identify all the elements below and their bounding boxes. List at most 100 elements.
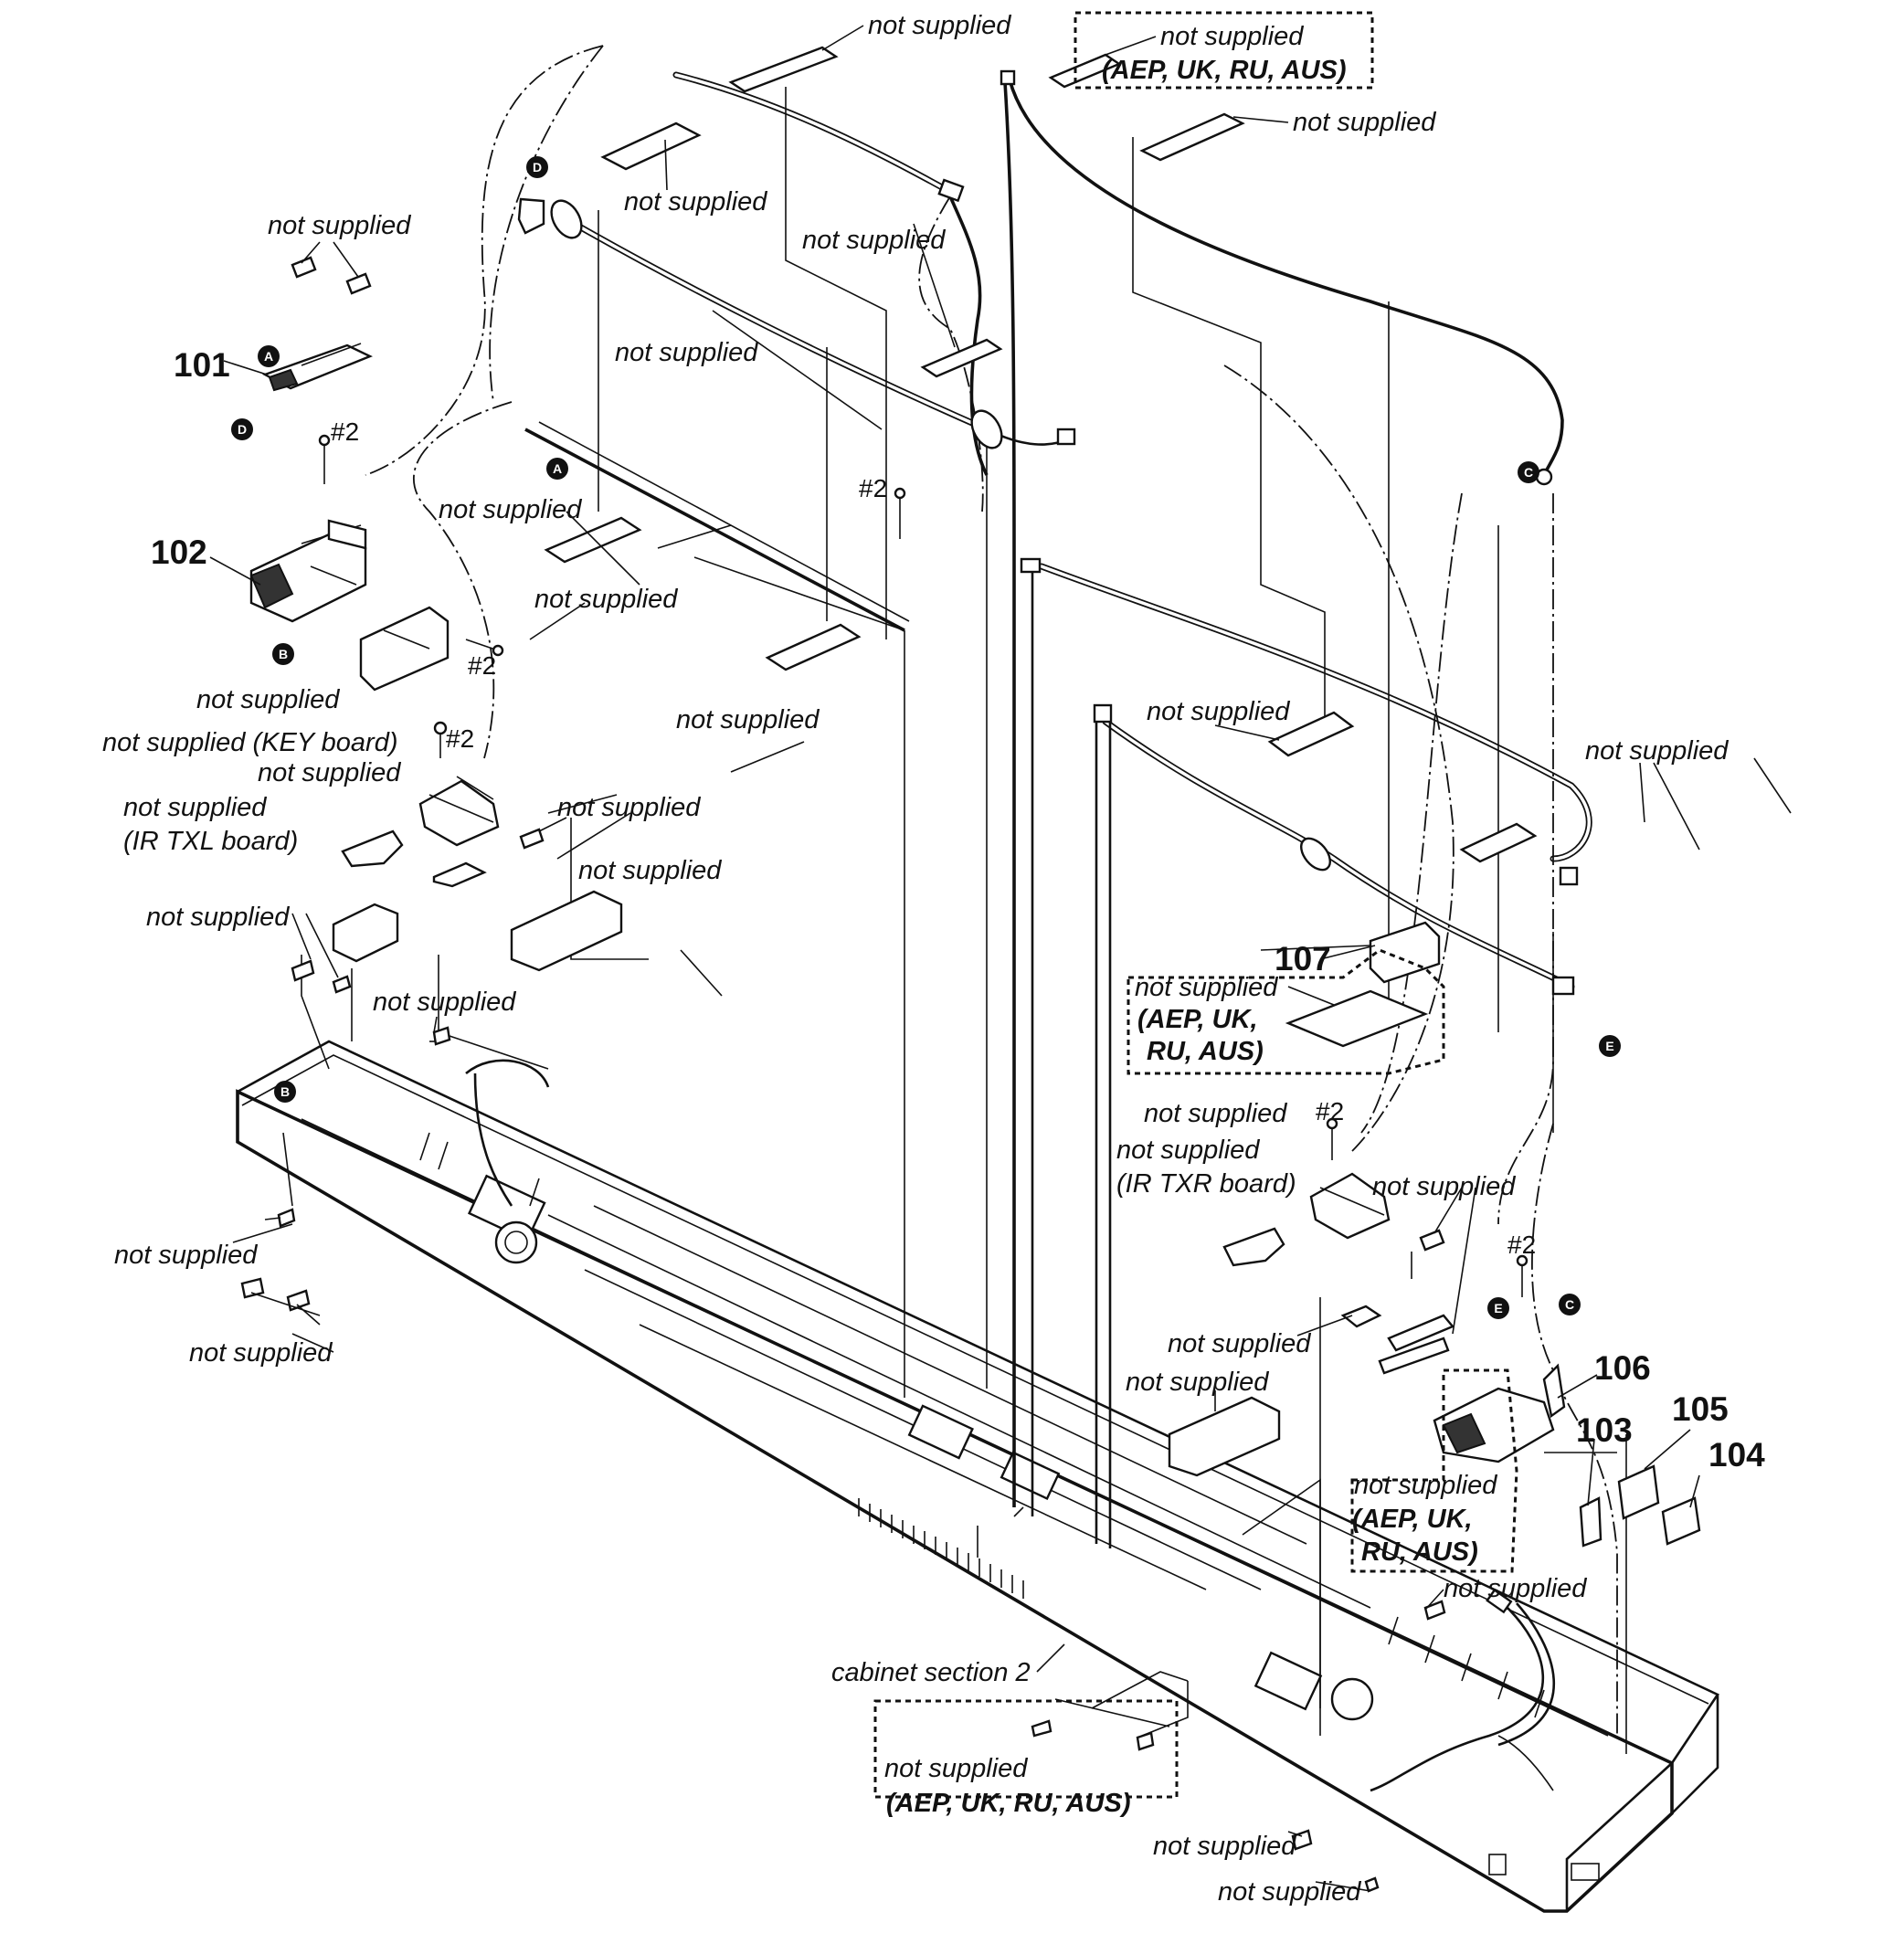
label-not-supplied: not supplied <box>802 226 946 255</box>
label-region: (AEP, UK, RU, AUS) <box>1102 56 1346 85</box>
label-not-supplied: not supplied <box>1585 736 1729 766</box>
cushion-blocks <box>332 890 1281 1477</box>
label-key-board: not supplied (KEY board) <box>102 728 398 757</box>
label-not-supplied: not supplied <box>534 585 678 614</box>
label-not-supplied: not supplied <box>676 705 820 734</box>
label-not-supplied: not supplied <box>615 338 758 367</box>
svg-text:D: D <box>238 422 247 437</box>
part-number-102: 102 <box>151 534 207 571</box>
label-not-supplied: not supplied <box>1160 22 1304 51</box>
label-region-line2: RU, AUS) <box>1147 1037 1264 1066</box>
svg-text:B: B <box>279 647 288 661</box>
ir-txr-holder <box>1309 1172 1391 1240</box>
marker-B-cabinet: B <box>274 1081 296 1103</box>
label-not-supplied: not supplied <box>1218 1877 1361 1907</box>
marker-B-left: B <box>272 643 294 665</box>
label-not-supplied: not supplied <box>1147 697 1290 726</box>
svg-text:A: A <box>553 461 562 476</box>
label-not-supplied: not supplied <box>1126 1368 1269 1397</box>
tape-pieces <box>240 46 1538 1893</box>
label-not-supplied: not supplied <box>868 11 1011 40</box>
part-106 <box>1433 1363 1566 1463</box>
screw-label: #2 <box>859 474 887 502</box>
leader-lines <box>232 87 1792 1754</box>
part-number-104: 104 <box>1708 1436 1765 1474</box>
label-not-supplied: not supplied <box>114 1241 258 1270</box>
marker-A-mid: A <box>546 458 568 480</box>
label-not-supplied: not supplied <box>1444 1574 1587 1603</box>
label-not-supplied: not supplied <box>146 903 290 932</box>
label-region-line1: (AEP, UK, <box>1352 1505 1473 1534</box>
label-ir-txl: not supplied <box>123 793 267 822</box>
label-not-supplied: not supplied <box>1372 1172 1516 1201</box>
region-box-107 <box>1127 948 1445 1075</box>
part-102 <box>249 519 367 623</box>
label-region-line2: RU, AUS) <box>1361 1537 1478 1567</box>
label-ir-txr: not supplied <box>1116 1136 1260 1165</box>
svg-text:D: D <box>533 160 542 174</box>
label-not-supplied: not supplied <box>1293 108 1436 137</box>
marker-C-right: C <box>1518 461 1539 483</box>
screw-label: #2 <box>331 417 359 446</box>
label-region-line1: (AEP, UK, <box>1137 1005 1258 1034</box>
screw-label: #2 <box>446 724 474 753</box>
label-not-supplied: not supplied <box>1168 1329 1311 1358</box>
label-not-supplied: not supplied <box>439 495 582 524</box>
label-pointers <box>209 25 1700 1892</box>
label-not-supplied: not supplied <box>373 988 516 1017</box>
label-not-supplied: not supplied <box>1354 1471 1497 1500</box>
label-region: (AEP, UK, RU, AUS) <box>886 1789 1130 1818</box>
cabinet-section-2 <box>236 1040 1719 1913</box>
ir-txl-board <box>341 829 404 868</box>
label-ir-txr-board: (IR TXR board) <box>1116 1169 1296 1199</box>
key-board-bracket <box>359 606 450 692</box>
marker-E-bottom: E <box>1487 1297 1509 1319</box>
svg-text:C: C <box>1565 1297 1574 1312</box>
svg-text:A: A <box>264 349 273 364</box>
label-ir-txl-board: (IR TXL board) <box>123 827 298 856</box>
label-not-supplied: not supplied <box>1153 1832 1296 1861</box>
marker-A-top: A <box>258 345 280 367</box>
ir-txr-board <box>1222 1227 1285 1267</box>
screw-label: #2 <box>468 651 496 680</box>
label-not-supplied: not supplied <box>624 187 767 217</box>
ir-txl-holder <box>418 779 500 847</box>
label-not-supplied: not supplied <box>268 211 411 240</box>
part-101 <box>262 343 373 392</box>
part-number-103: 103 <box>1576 1411 1633 1449</box>
screws <box>318 434 1528 1297</box>
part-number-101: 101 <box>174 346 230 384</box>
part-number-105: 105 <box>1672 1390 1729 1428</box>
svg-text:B: B <box>280 1084 290 1099</box>
bottom-right-cable <box>465 1059 1555 1792</box>
label-not-supplied: not supplied <box>196 685 340 714</box>
label-not-supplied: not supplied <box>557 793 701 822</box>
label-not-supplied: not supplied <box>258 758 401 787</box>
part-105 <box>1617 1464 1660 1520</box>
label-cabinet-section: cabinet section 2 <box>831 1658 1031 1687</box>
region-box-106 <box>1350 1368 1518 1573</box>
screw-label: #2 <box>1507 1231 1536 1259</box>
label-not-supplied: not supplied <box>1144 1099 1287 1128</box>
not-supplied-labels: not supplied not supplied (AEP, UK, RU, … <box>102 11 1729 1907</box>
part-104 <box>1661 1496 1701 1546</box>
label-not-supplied: not supplied <box>884 1754 1028 1783</box>
svg-text:E: E <box>1494 1301 1502 1315</box>
label-not-supplied: not supplied <box>189 1338 333 1368</box>
svg-text:C: C <box>1524 465 1533 480</box>
part-103 <box>1579 1496 1603 1548</box>
region-box-top <box>1074 11 1374 90</box>
part-number-106: 106 <box>1594 1349 1651 1387</box>
svg-text:E: E <box>1605 1039 1613 1053</box>
screw-label: #2 <box>1316 1097 1344 1125</box>
connectors <box>517 69 1579 996</box>
region-box-bottom <box>873 1699 1179 1799</box>
label-not-supplied: not supplied <box>578 856 722 885</box>
marker-C-bottom: C <box>1559 1294 1581 1315</box>
marker-E-right: E <box>1599 1035 1621 1057</box>
label-not-supplied: not supplied <box>1135 973 1278 1002</box>
marker-D-top: D <box>526 156 548 178</box>
marker-D-left: D <box>231 418 253 440</box>
